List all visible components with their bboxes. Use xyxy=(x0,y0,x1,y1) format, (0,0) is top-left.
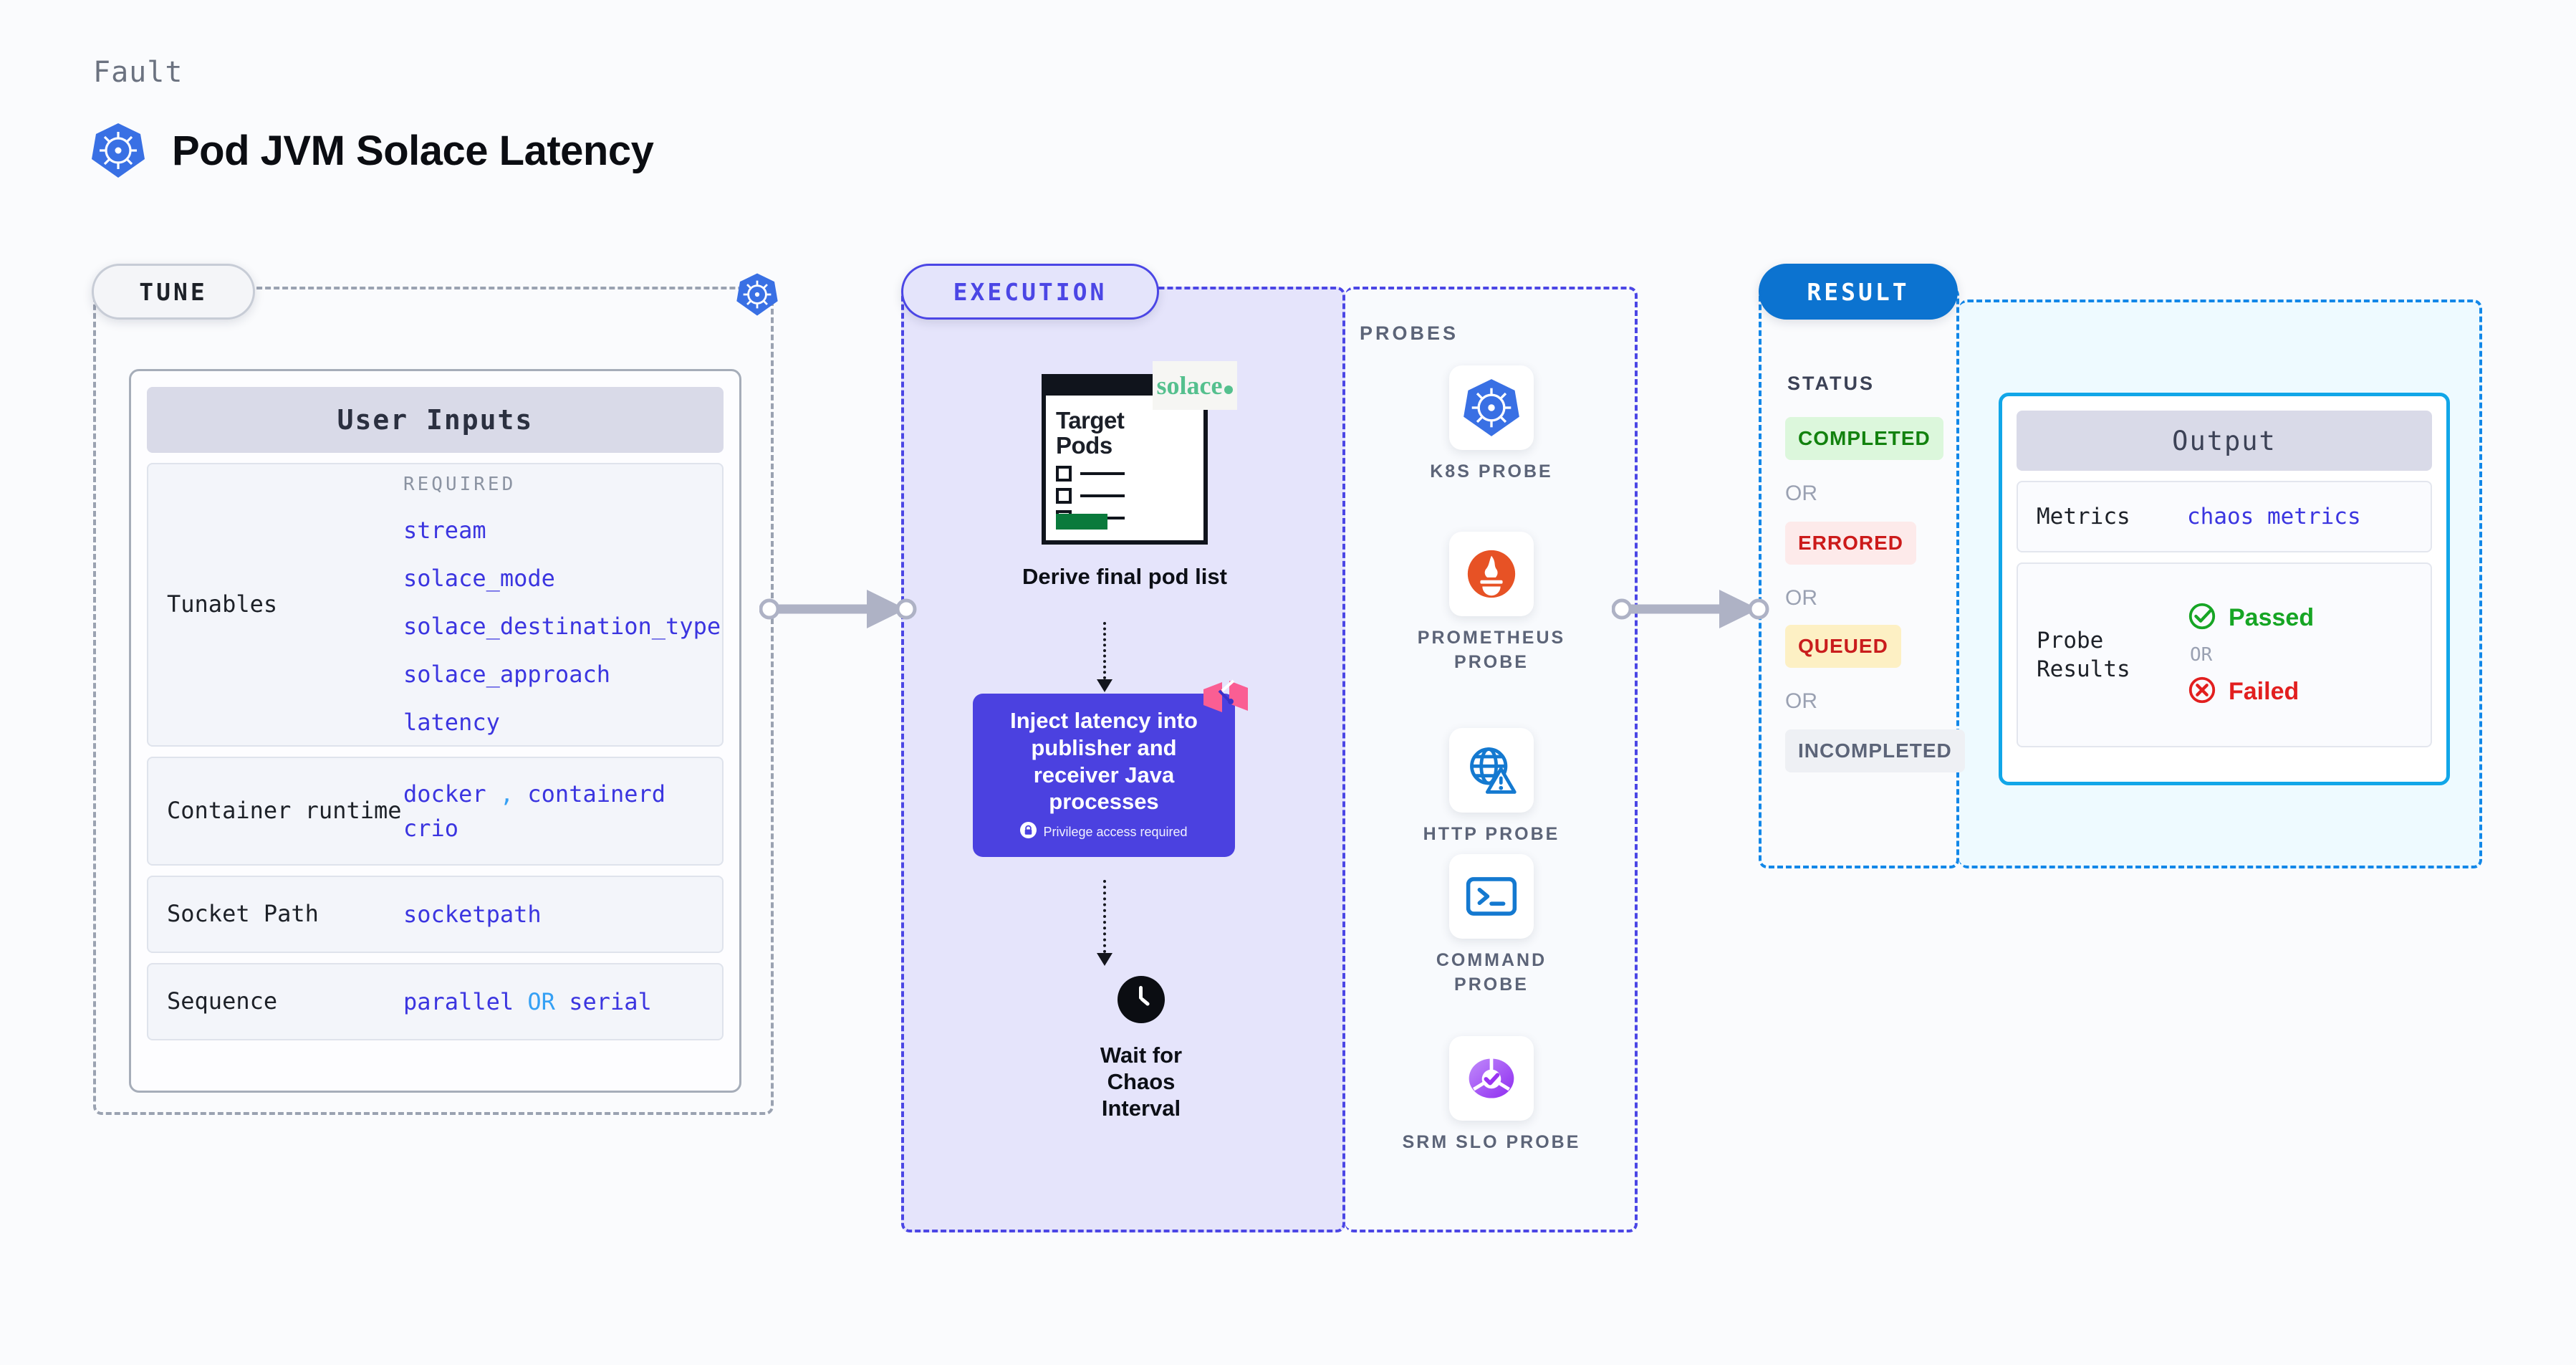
socket-path-key: Socket Path xyxy=(167,900,319,928)
sequence-row: Sequence parallel OR serial xyxy=(147,963,724,1040)
execution-section-pill[interactable]: EXECUTION xyxy=(901,264,1159,320)
container-runtime-row: Container runtime docker , containerd cr… xyxy=(147,757,724,866)
probe-label: COMMAND PROBE xyxy=(1436,950,1547,995)
wait-caption-line1: Wait for Chaos xyxy=(1100,1043,1183,1095)
status-badge-errored: ERRORED xyxy=(1785,522,1917,565)
status-or-2: OR xyxy=(1785,586,1817,610)
connector-execution-result xyxy=(1611,584,1769,634)
metrics-value[interactable]: chaos metrics xyxy=(2187,504,2361,530)
user-inputs-title: User Inputs xyxy=(147,387,724,453)
tune-section-pill[interactable]: TUNE xyxy=(92,264,255,320)
privilege-note-text: Privilege access required xyxy=(1043,824,1188,839)
tunables-values: REQUIRED stream solace_mode solace_desti… xyxy=(403,471,721,739)
tunable-stream[interactable]: stream xyxy=(403,516,486,544)
probe-prometheus[interactable]: PROMETHEUS PROBE xyxy=(1398,532,1585,675)
status-or-1: OR xyxy=(1785,482,1817,505)
doc-title-line1: Target xyxy=(1056,407,1125,434)
failed-label: Failed xyxy=(2229,678,2299,705)
sequence-parallel[interactable]: parallel xyxy=(403,988,514,1015)
probe-results-values: Passed OR Failed xyxy=(2187,601,2314,709)
metrics-key: Metrics xyxy=(2037,503,2130,530)
connector-tune-execution xyxy=(759,584,917,634)
container-runtime-key: Container runtime xyxy=(167,797,402,825)
lock-icon xyxy=(1020,822,1037,842)
output-card: Output Metrics chaos metrics Probe Resul… xyxy=(1999,393,2450,785)
srm-slo-icon xyxy=(1449,1036,1534,1121)
probe-command[interactable]: COMMAND PROBE xyxy=(1398,854,1585,997)
sequence-values: parallel OR serial xyxy=(403,985,652,1019)
clock-icon xyxy=(1118,976,1165,1023)
kubernetes-icon xyxy=(1449,365,1534,450)
required-label: REQUIRED xyxy=(403,473,516,495)
ribbon-icon xyxy=(1203,679,1248,712)
runtime-docker[interactable]: docker xyxy=(403,780,486,808)
tunable-solace-mode[interactable]: solace_mode xyxy=(403,564,555,592)
socket-path-value[interactable]: socketpath xyxy=(403,901,542,928)
status-badge-incompleted: INCOMPLETED xyxy=(1785,729,1965,772)
sequence-or: OR xyxy=(527,988,555,1015)
container-runtime-values: docker , containerd crio xyxy=(403,777,665,846)
user-inputs-card: User Inputs Tunables REQUIRED stream sol… xyxy=(129,369,741,1093)
prometheus-icon xyxy=(1449,532,1534,616)
terminal-icon xyxy=(1449,854,1534,939)
fault-kicker: Fault xyxy=(93,56,183,89)
tunables-key: Tunables xyxy=(167,590,278,618)
passed-label: Passed xyxy=(2229,604,2315,631)
tunable-solace-approach[interactable]: solace_approach xyxy=(403,660,610,688)
check-circle-icon xyxy=(2187,601,2217,635)
flow-arrow-1 xyxy=(1097,622,1112,692)
status-title: STATUS xyxy=(1787,373,1875,394)
probe-results-row: Probe Results Passed OR xyxy=(2017,562,2432,747)
probe-result-failed: Failed xyxy=(2187,675,2314,709)
tunable-solace-destination-type[interactable]: solace_destination_type xyxy=(403,612,721,640)
result-section-pill[interactable]: RESULT xyxy=(1759,264,1958,320)
tune-kubernetes-badge xyxy=(736,272,778,320)
sequence-key: Sequence xyxy=(167,987,278,1015)
x-circle-icon xyxy=(2187,675,2217,709)
output-title: Output xyxy=(2017,411,2432,471)
tunables-row: Tunables REQUIRED stream solace_mode sol… xyxy=(147,463,724,747)
probe-label: SRM SLO PROBE xyxy=(1402,1132,1581,1152)
probe-label: PROMETHEUS PROBE xyxy=(1417,628,1566,672)
globe-warning-icon xyxy=(1449,728,1534,813)
probe-result-passed: Passed xyxy=(2187,601,2314,635)
inject-latency-text: Inject latency into publisher and receiv… xyxy=(1010,707,1198,815)
probe-srm-slo[interactable]: SRM SLO PROBE xyxy=(1398,1036,1585,1155)
wait-chaos-caption: Wait for Chaos Interval xyxy=(1066,1042,1216,1122)
kubernetes-icon xyxy=(92,122,145,179)
page-title: Pod JVM Solace Latency xyxy=(92,122,654,179)
probe-label: HTTP PROBE xyxy=(1423,824,1560,844)
solace-logo-icon: solace xyxy=(1153,361,1237,410)
flow-arrow-2 xyxy=(1097,880,1112,966)
page-title-text: Pod JVM Solace Latency xyxy=(172,127,654,174)
socket-path-row: Socket Path socketpath xyxy=(147,876,724,953)
runtime-crio[interactable]: crio xyxy=(403,815,459,842)
execution-step-derive: Target Pods solace Derive final pod list xyxy=(1003,361,1246,590)
status-or-3: OR xyxy=(1785,689,1817,713)
probe-results-key: Probe Results xyxy=(2037,627,2130,682)
probe-label: K8S PROBE xyxy=(1430,461,1553,482)
derive-pod-list-caption: Derive final pod list xyxy=(1022,564,1227,589)
solace-logo-text: solace xyxy=(1156,371,1223,400)
runtime-containerd[interactable]: containerd xyxy=(527,780,666,808)
inject-latency-step: Inject latency into publisher and receiv… xyxy=(973,679,1248,857)
probe-http[interactable]: HTTP PROBE xyxy=(1398,728,1585,847)
privilege-note: Privilege access required xyxy=(1020,822,1188,842)
status-badge-completed: COMPLETED xyxy=(1785,417,1943,460)
doc-title-line2: Pods xyxy=(1056,431,1112,459)
execution-step-wait: Wait for Chaos Interval xyxy=(1066,976,1216,1122)
runtime-comma: , xyxy=(499,780,514,808)
probes-title: PROBES xyxy=(1360,322,1459,344)
status-badge-queued: QUEUED xyxy=(1785,625,1901,668)
probe-k8s[interactable]: K8S PROBE xyxy=(1398,365,1585,484)
probe-result-or: OR xyxy=(2190,644,2213,666)
target-pods-document-icon: Target Pods solace xyxy=(1042,361,1237,545)
metrics-row: Metrics chaos metrics xyxy=(2017,481,2432,552)
sequence-serial[interactable]: serial xyxy=(569,988,652,1015)
wait-caption-line2: Interval xyxy=(1101,1096,1181,1121)
tunable-latency[interactable]: latency xyxy=(403,708,500,736)
